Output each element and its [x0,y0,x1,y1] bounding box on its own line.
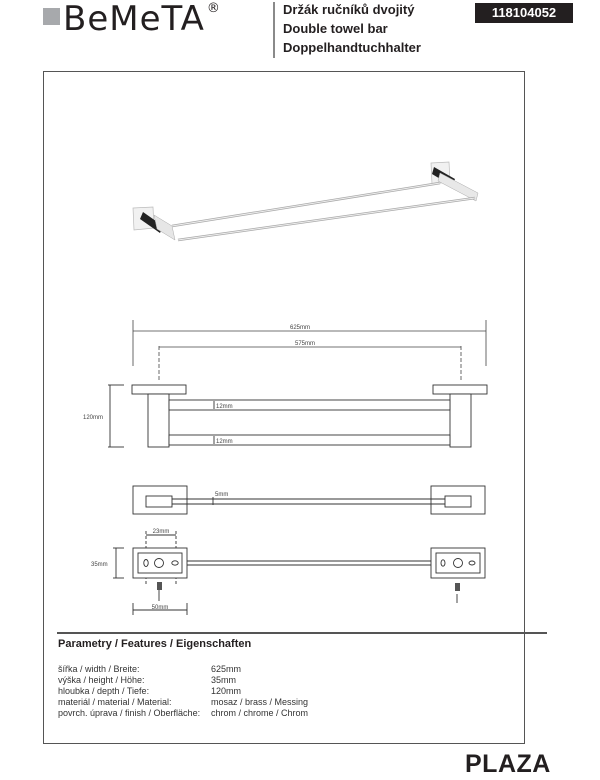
product-titles: Držák ručníků dvojitý Double towel bar D… [283,0,421,57]
screw-icon [455,583,460,591]
top-view [132,485,486,515]
dim-bar-thickness-top: 12mm [216,404,233,410]
title-english: Double towel bar [283,21,388,36]
feature-row: materiál / material / Material: mosaz / … [58,697,308,708]
brand-logo: BeMeTA ® [43,1,220,37]
logo-square-icon [43,8,60,25]
dim-overall-width: 625mm [290,325,310,331]
feature-label: hloubka / depth / Tiefe: [58,686,150,696]
header-divider [273,2,275,58]
series-name: PLAZA [465,750,551,778]
feature-row: hloubka / depth / Tiefe: 120mm [58,686,308,697]
features-table: šířka / width / Breite: 625mm výška / he… [58,664,308,719]
title-german: Doppelhandtuchhalter [283,40,421,55]
dim-bar-thickness-bottom: 12mm [216,439,233,445]
feature-value: chrom / chrome / Chrom [211,708,309,718]
feature-row: šířka / width / Breite: 625mm [58,664,308,675]
screw-icon [157,582,162,590]
brand-name: BeMeTA [63,0,205,39]
dim-depth: 120mm [83,415,103,421]
dim-hole-spacing: 23mm [153,529,170,535]
front-view [108,384,488,448]
feature-label: povrch. úprava / finish / Oberfläche: [58,708,201,718]
features-title: Parametry / Features / Eigenschaften [58,638,252,650]
product-illustration [132,161,479,242]
features-divider [57,632,547,634]
feature-value: 120mm [211,686,242,696]
dim-base-height: 35mm [91,562,108,568]
feature-row: výška / height / Höhe: 35mm [58,675,308,686]
feature-label: šířka / width / Breite: [58,664,140,674]
feature-label: výška / height / Höhe: [58,675,145,685]
feature-value: mosaz / brass / Messing [211,697,309,707]
title-czech: Držák ručníků dvojitý [283,2,415,17]
feature-row: povrch. úprava / finish / Oberfläche: ch… [58,708,308,719]
registered-mark: ® [206,1,220,16]
drawing-frame [43,71,525,744]
feature-value: 625mm [211,664,242,674]
product-code-badge: 118104052 [475,3,573,23]
feature-label: materiál / material / Material: [58,697,172,707]
dim-bar-span: 575mm [295,341,315,347]
dim-base-width: 50mm [152,605,169,611]
base-view [113,531,486,615]
feature-value: 35mm [211,675,237,685]
dim-bar-gap: 5mm [215,492,228,498]
